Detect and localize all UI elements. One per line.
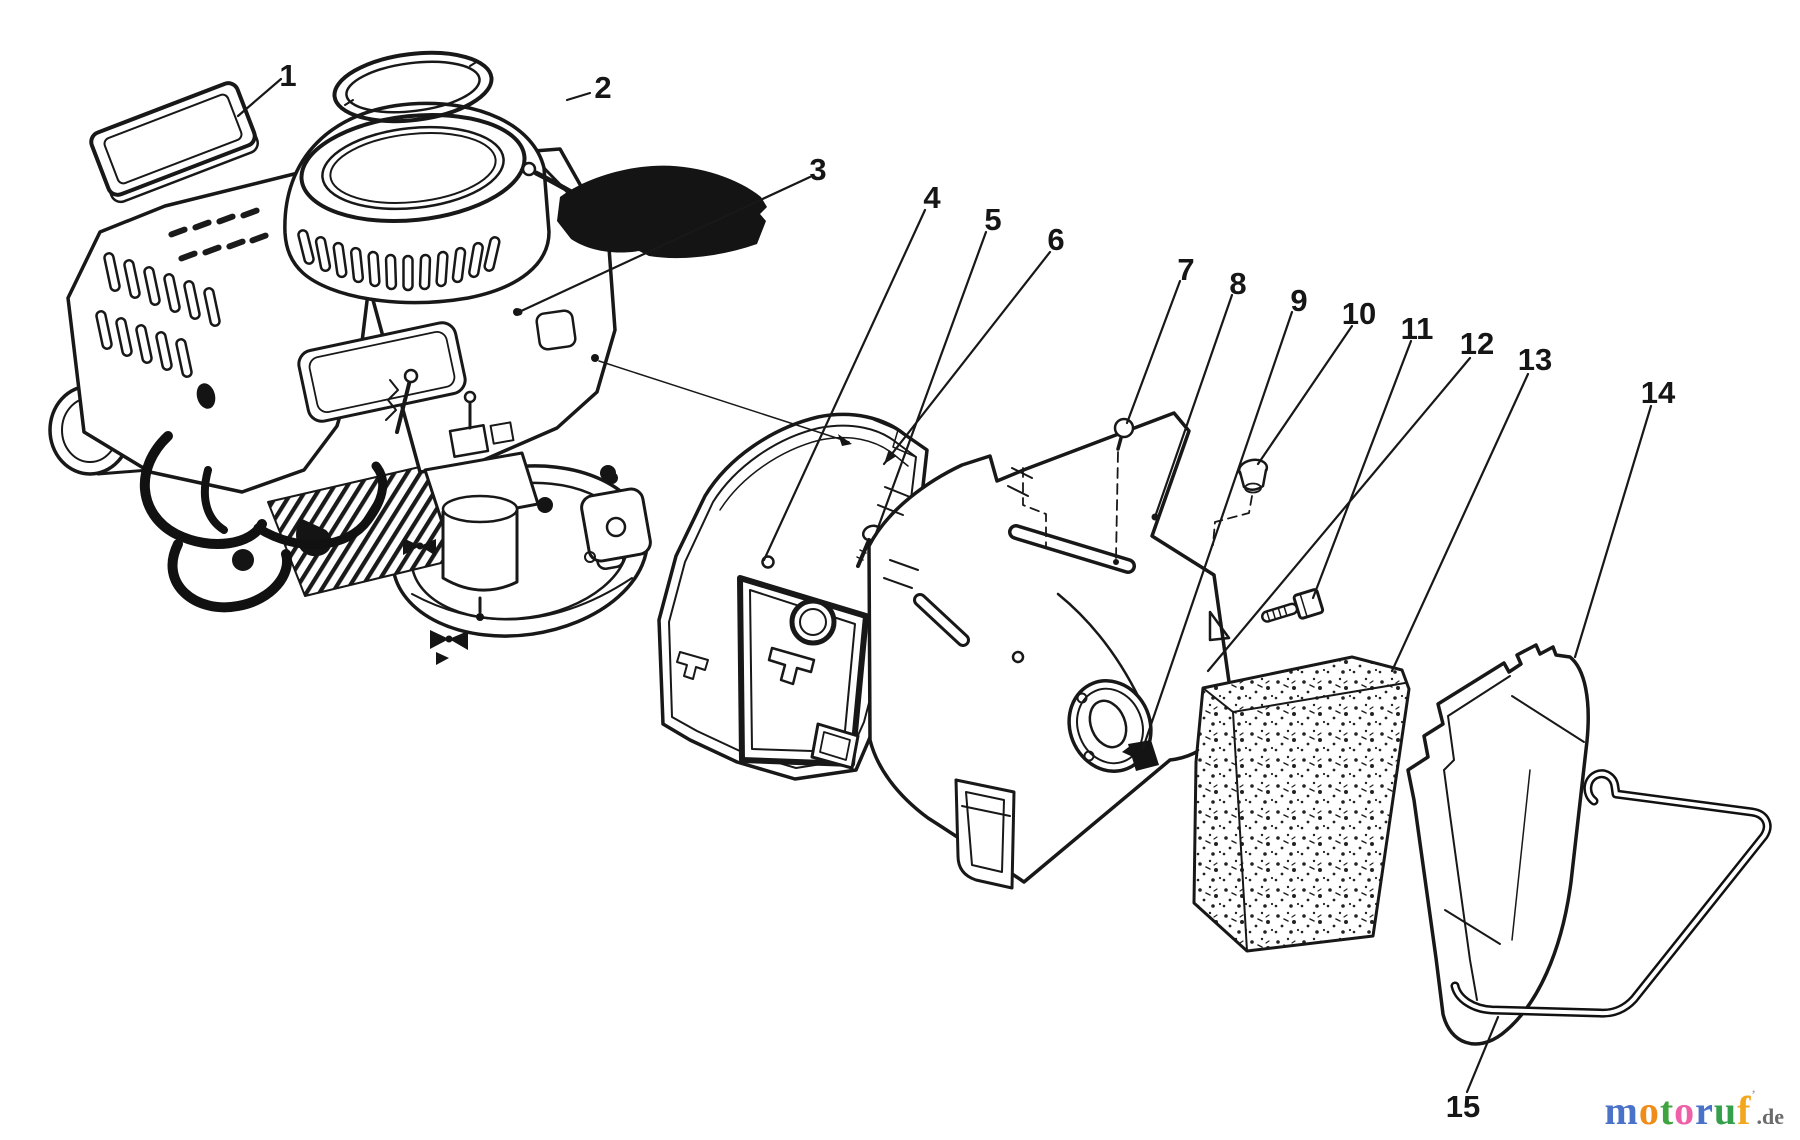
leader-line [762,208,927,562]
callout-8: 8 [1151,266,1247,521]
logo-letter: t [1659,1088,1675,1133]
hex-bolt-11 [1261,588,1325,623]
handle-wire [1450,769,1772,1018]
part-number-6: 6 [1047,222,1064,257]
callout-5: 5 [873,202,1002,538]
shroud-louvers [95,252,221,378]
leader-dot [515,308,523,316]
spark-plug-boot [557,165,767,259]
air-cleaner-cover [1406,643,1590,1046]
hardware [1022,417,1325,623]
blower-housing [283,101,615,305]
housing-screw [521,161,537,177]
leader-line [1141,310,1294,750]
callout-15: 15 [1446,1015,1500,1124]
part-number-2: 2 [594,70,611,105]
ignition-cover [580,472,652,563]
logo-letter: r [1695,1088,1714,1133]
leader-line [517,175,812,314]
leader-dot [1151,513,1159,521]
part-number-5: 5 [984,202,1001,237]
leader-line [1206,356,1472,673]
callout-2: 2 [565,70,612,105]
callout-6: 6 [882,222,1065,466]
leader-line [1153,293,1234,519]
leader-line [1573,404,1653,659]
leader-line [1311,339,1413,600]
carburetor [296,368,616,621]
callout-12: 12 [1206,326,1494,673]
logo-letter: o [1674,1088,1696,1133]
part-number-13: 13 [1518,342,1552,377]
callout-10: 10 [1256,296,1376,466]
leader-line [1465,1015,1500,1094]
callout-11: 11 [1311,311,1434,600]
callout-7: 7 [1125,252,1195,425]
alignment-lines [598,360,917,458]
float-bowl [441,506,519,592]
filter-element [1192,655,1411,953]
logo-letter: u [1713,1088,1738,1133]
housing-flange [1067,679,1159,773]
logo-word: motoruf [1605,1088,1752,1133]
leader-line [565,91,592,102]
logo-letter: o [1638,1088,1660,1133]
part-number-15: 15 [1446,1089,1480,1124]
part-number-12: 12 [1460,326,1494,361]
part-number-8: 8 [1229,266,1246,301]
callout-3: 3 [515,152,827,316]
part-number-10: 10 [1342,296,1376,331]
ring-seal [332,50,494,124]
part-number-14: 14 [1641,375,1676,410]
engine-assembly [48,101,767,665]
callout-13: 13 [1390,342,1552,673]
push-cap-10 [1022,458,1269,547]
callout-14: 14 [1573,375,1676,659]
callout-1: 1 [236,58,297,118]
part-number-1: 1 [279,58,296,93]
shroud-top-vents [168,207,269,262]
part-number-9: 9 [1290,283,1307,318]
leader-line [236,77,283,118]
callout-9: 9 [1141,283,1308,750]
pin-screw-7 [1113,417,1135,565]
wire-harness [140,383,436,613]
leader-arrow [884,449,897,464]
leader-line [1125,279,1182,425]
leader-line [882,250,1052,466]
leader-line [873,230,988,538]
part-number-7: 7 [1177,252,1194,287]
flange-wingnut [1128,740,1159,771]
watermark-logo[interactable]: motoruf’ .de [1605,1087,1785,1134]
air-cleaner-backplate [657,412,929,781]
leader-line [1256,324,1354,466]
part-number-11: 11 [1401,311,1434,346]
part-number-4: 4 [923,180,941,215]
logo-tm-mark: ’ [1751,1087,1757,1101]
logo-letter: m [1604,1088,1639,1133]
logo-suffix: .de [1756,1104,1785,1129]
air-cleaner-housing [867,411,1233,890]
part-number-3: 3 [809,152,826,187]
name-plate [89,81,259,204]
callout-4: 4 [762,180,941,562]
leader-line [1390,372,1530,673]
logo-letter: f [1737,1088,1752,1133]
housing-vent-slots [297,229,501,292]
